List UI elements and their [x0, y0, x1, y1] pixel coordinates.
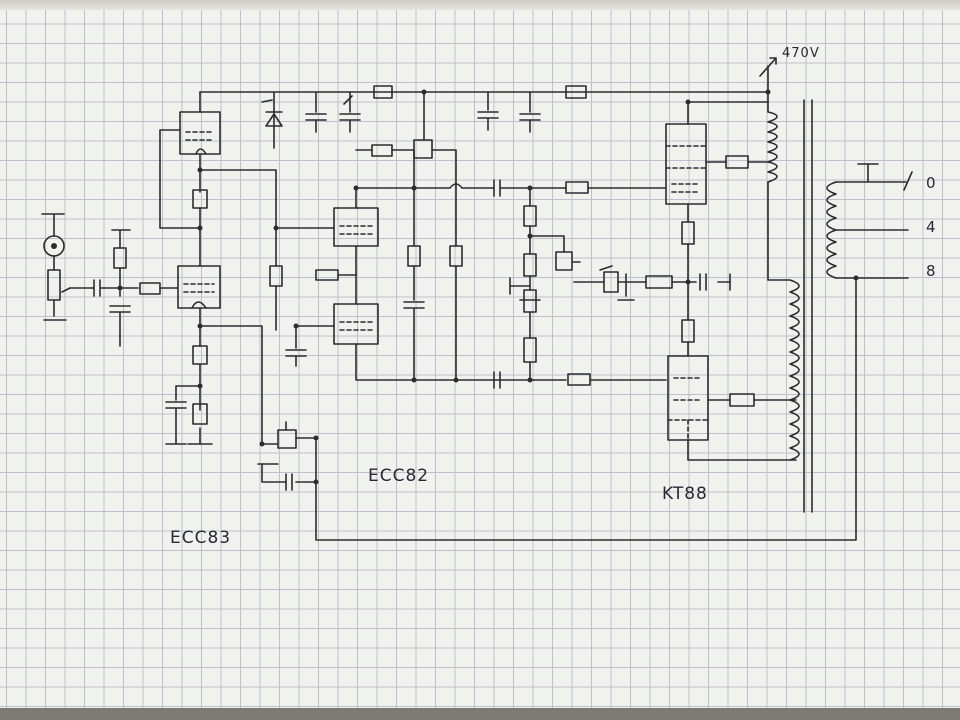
supply-voltage-label: 470V: [782, 46, 820, 61]
rail-capacitor-2: [339, 91, 361, 133]
rail-resistor-2: [565, 85, 587, 99]
output-tube-label: KT88: [662, 484, 708, 504]
input-coupling-capacitor: [69, 279, 139, 297]
output-coupling: [493, 179, 667, 389]
driver-stage-wiring: [275, 89, 535, 383]
grid-stopper-resistor: [139, 282, 179, 295]
supply-rail: [199, 57, 777, 113]
zener-diode: [261, 91, 283, 149]
input-tube-ecc83: [177, 111, 221, 309]
paper-top-edge: [0, 0, 960, 10]
output-transformer: [765, 89, 913, 513]
driver-tube-label: ECC82: [368, 466, 430, 486]
speaker-tap-8-label: 8: [926, 262, 937, 280]
input-tube-label: ECC83: [170, 528, 232, 548]
rail-capacitor-1: [305, 91, 327, 133]
input-jack: [41, 213, 71, 321]
output-stage-wiring: [573, 99, 797, 461]
output-tube-kt88-lower: [667, 355, 709, 441]
output-tube-kt88-upper: [665, 123, 707, 205]
table-surface: [0, 708, 960, 720]
speaker-tap-4-label: 4: [926, 218, 937, 236]
speaker-tap-0-label: 0: [926, 174, 937, 192]
input-rc-network: [109, 229, 131, 347]
input-stage-wiring: [159, 129, 283, 445]
rail-capacitor-4: [519, 91, 541, 133]
rail-resistor-1: [373, 85, 393, 99]
feedback-network: [257, 277, 857, 541]
rail-capacitor-3: [477, 91, 499, 131]
